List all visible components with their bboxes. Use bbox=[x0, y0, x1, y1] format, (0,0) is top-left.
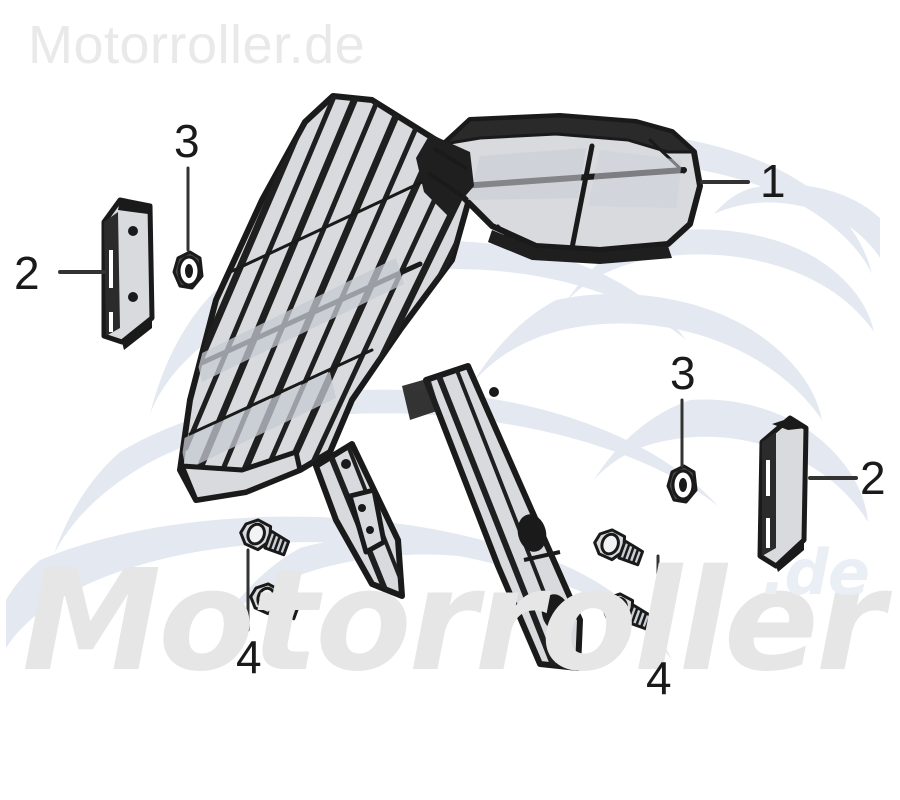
part-bracket-plate-right[interactable] bbox=[757, 415, 809, 572]
callout-label-3-nut-left[interactable]: 3 bbox=[174, 115, 200, 167]
bracket-hole bbox=[128, 226, 138, 236]
part-hex-nut-left[interactable] bbox=[172, 250, 204, 290]
part-hex-nut-right[interactable] bbox=[666, 464, 698, 504]
callout-label-1-fender[interactable]: 1 bbox=[760, 155, 786, 207]
callout-label-2-bracket-right[interactable]: 2 bbox=[860, 452, 886, 504]
callout-leader-lines bbox=[58, 166, 858, 654]
mount-hole bbox=[541, 594, 571, 632]
bracket-hole bbox=[128, 292, 138, 302]
part-hex-bolt-2[interactable] bbox=[247, 580, 302, 623]
part-front-fender-mudguard[interactable] bbox=[170, 86, 703, 672]
part-hex-bolt-4[interactable] bbox=[599, 590, 654, 633]
watermark-bottom-motorroller: Motorroller bbox=[22, 540, 885, 703]
callout-label-4-bolts-right[interactable]: 4 bbox=[646, 652, 672, 704]
callout-label-4-bolts-left[interactable]: 4 bbox=[236, 631, 262, 683]
part-hex-bolt-3[interactable] bbox=[591, 526, 646, 569]
watermark-top-motorroller-de: Motorroller.de bbox=[28, 15, 366, 75]
callout-label-2-bracket-left[interactable]: 2 bbox=[14, 247, 40, 299]
callout-label-3-nut-right[interactable]: 3 bbox=[670, 347, 696, 399]
part-bracket-plate-left[interactable] bbox=[101, 197, 155, 350]
mount-hole bbox=[517, 514, 547, 552]
part-hex-bolt-1[interactable] bbox=[237, 516, 292, 559]
watermark-bottom-de-suffix: .de bbox=[762, 536, 870, 609]
